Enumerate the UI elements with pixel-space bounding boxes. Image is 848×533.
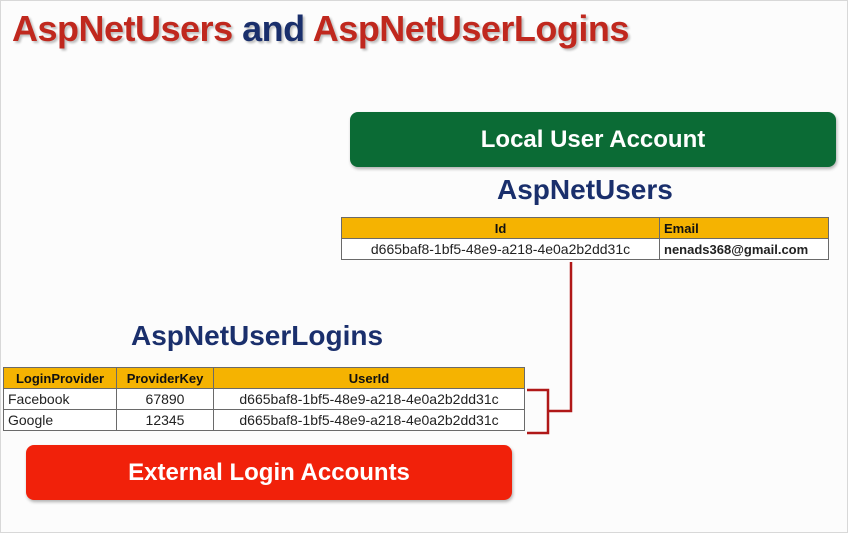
cell-provider-key: 67890 [116,388,214,410]
cell-login-provider: Facebook [3,388,117,410]
logins-table-header: LoginProvider ProviderKey UserId [3,367,525,389]
connector-bracket [527,388,550,435]
cell-id: d665baf8-1bf5-48e9-a218-4e0a2b2dd31c [341,238,660,260]
table-row: d665baf8-1bf5-48e9-a218-4e0a2b2dd31c nen… [341,238,829,260]
table-row: Google 12345 d665baf8-1bf5-48e9-a218-4e0… [3,409,525,431]
title-part-3: AspNetUserLogins [312,8,630,49]
header-userid: UserId [213,367,525,389]
connector-vertical-line [548,262,573,413]
header-email: Email [659,217,829,239]
cell-userid: d665baf8-1bf5-48e9-a218-4e0a2b2dd31c [213,409,525,431]
cell-login-provider: Google [3,409,117,431]
title-part-1: AspNetUsers [12,8,233,49]
local-user-account-banner: Local User Account [350,112,836,167]
slide-title: AspNetUsers and AspNetUserLogins [12,8,629,50]
logins-table: LoginProvider ProviderKey UserId Faceboo… [3,367,525,431]
title-part-2: and [242,8,305,49]
external-login-accounts-banner: External Login Accounts [26,445,512,500]
header-login-provider: LoginProvider [3,367,117,389]
logins-table-title: AspNetUserLogins [131,320,384,351]
table-row: Facebook 67890 d665baf8-1bf5-48e9-a218-4… [3,388,525,410]
cell-userid: d665baf8-1bf5-48e9-a218-4e0a2b2dd31c [213,388,525,410]
users-table-title: AspNetUsers [497,174,673,205]
cell-provider-key: 12345 [116,409,214,431]
header-provider-key: ProviderKey [116,367,214,389]
users-table: Id Email d665baf8-1bf5-48e9-a218-4e0a2b2… [341,217,829,260]
cell-email: nenads368@gmail.com [659,238,829,260]
